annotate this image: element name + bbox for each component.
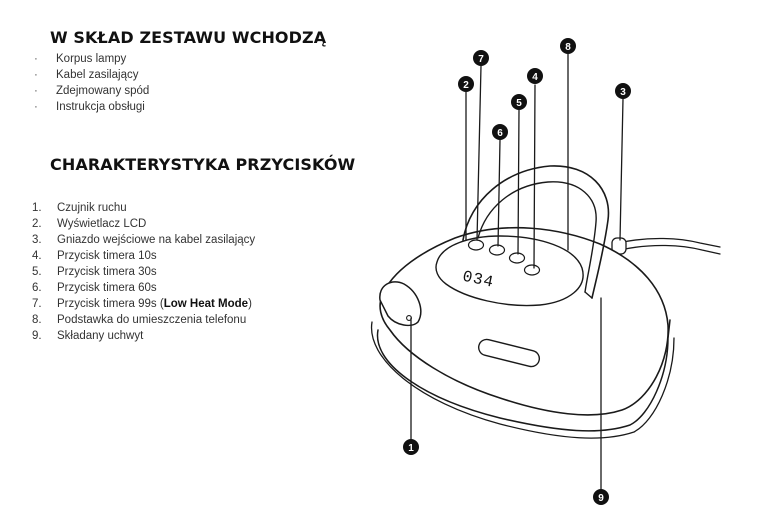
svg-text:1: 1 <box>408 443 414 454</box>
control-panel <box>435 235 584 307</box>
list-item: 4.Przycisk timera 10s <box>32 250 157 262</box>
power-cable <box>617 237 721 248</box>
svg-text:9: 9 <box>598 493 604 504</box>
callout-5: 5 <box>511 94 527 110</box>
list-item: 9.Składany uchwyt <box>32 330 144 342</box>
callout-1: 1 <box>403 439 419 455</box>
list-item: 1.Czujnik ruchu <box>32 202 127 214</box>
callout-badges: 1 2 3 4 5 6 7 8 9 <box>403 38 631 505</box>
list-item: Kabel zasilający <box>34 67 149 83</box>
list-item: Zdejmowany spód <box>34 83 149 99</box>
list-item: 8.Podstawka do umieszczenia telefonu <box>32 314 247 326</box>
timer-button-30s <box>508 252 526 264</box>
callout-9: 9 <box>593 489 609 505</box>
motion-sensor <box>379 281 422 327</box>
svg-text:2: 2 <box>463 80 469 91</box>
timer-button-99s <box>467 239 485 251</box>
timer-buttons <box>467 239 541 276</box>
list-item: 5.Przycisk timera 30s <box>32 266 157 278</box>
timer-button-60s <box>488 244 506 256</box>
callout-2: 2 <box>458 76 474 92</box>
callout-3: 3 <box>615 83 631 99</box>
list-item: Korpus lampy <box>34 51 149 67</box>
callout-7: 7 <box>473 50 489 66</box>
list-item: 6.Przycisk timera 60s <box>32 282 157 294</box>
contents-heading: W SKŁAD ZESTAWU WCHODZĄ <box>50 28 327 47</box>
svg-text:5: 5 <box>516 98 522 109</box>
contents-list: Korpus lampy Kabel zasilający Zdejmowany… <box>34 51 149 115</box>
svg-text:4: 4 <box>532 72 538 83</box>
list-item: Instrukcja obsługi <box>34 99 149 115</box>
callout-4: 4 <box>527 68 543 84</box>
list-item: 2.Wyświetlacz LCD <box>32 218 147 230</box>
front-vent <box>477 338 541 368</box>
callout-6: 6 <box>492 124 508 140</box>
callout-8: 8 <box>560 38 576 54</box>
buttons-heading: CHARAKTERYSTYKA PRZYCISKÓW <box>50 155 356 174</box>
folding-handle <box>462 165 610 299</box>
svg-text:3: 3 <box>620 87 626 98</box>
callout-lines <box>410 53 624 495</box>
list-item: 7.Przycisk timera 99s (Low Heat Mode) <box>32 298 252 310</box>
lamp-base <box>376 319 671 432</box>
svg-text:6: 6 <box>497 128 503 139</box>
list-item: 3.Gniazdo wejściowe na kabel zasilający <box>32 234 256 246</box>
svg-text:7: 7 <box>478 54 484 65</box>
timer-button-10s <box>523 264 541 276</box>
buttons-list: 1.Czujnik ruchu 2.Wyświetlacz LCD 3.Gnia… <box>32 200 255 344</box>
svg-text:8: 8 <box>565 42 571 53</box>
